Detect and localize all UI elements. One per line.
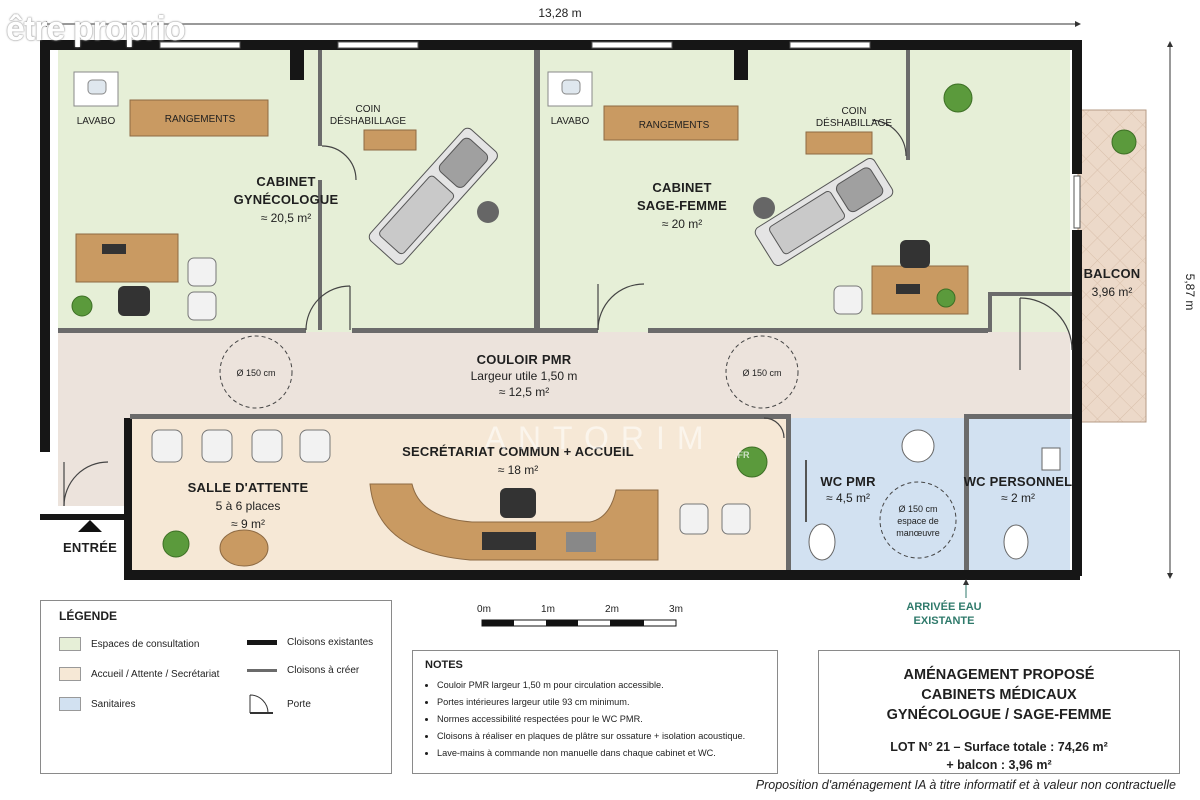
wc-pmr-circle-1: Ø 150 cm: [898, 504, 937, 514]
sagefemme-name-1: CABINET: [652, 180, 711, 195]
legend-label-existing: Cloisons existantes: [287, 637, 374, 648]
gyneco-name-2: GYNÉCOLOGUE: [234, 192, 339, 207]
legend-item-sanitary: Sanitaires: [59, 697, 135, 711]
legend-line-new: [247, 669, 277, 672]
legend-title: LÉGENDE: [59, 609, 118, 623]
disclaimer-text: Proposition d'aménagement IA à titre inf…: [755, 778, 1176, 792]
plant-icons: [71, 83, 1137, 558]
corridor-area: ≈ 12,5 m²: [499, 385, 550, 399]
door-swings: [63, 119, 1073, 507]
watermark-tag: .FR: [735, 450, 750, 460]
width-dimension: 13,28 m: [538, 6, 581, 20]
note-item: Portes intérieures largeur utile 93 cm m…: [437, 694, 745, 711]
gyneco-changing-label-1: COIN: [356, 104, 381, 115]
waiting-places: 5 à 6 places: [216, 499, 281, 513]
water-inlet-label-1: ARRIVÉE EAU: [906, 600, 981, 613]
wc-pmr-area: ≈ 4,5 m²: [826, 491, 870, 505]
scale-bar: 0m 1m 2m 3m: [477, 604, 683, 627]
sagefemme-sink-label: LAVABO: [551, 116, 590, 127]
height-dimension: 5,87 m: [1183, 274, 1197, 311]
balcony-name: BALCON: [1084, 266, 1141, 281]
legend-item-new-walls: Cloisons à créer: [247, 665, 359, 676]
room-sagefemme-floor: [540, 50, 1070, 332]
corridor-width: Largeur utile 1,50 m: [471, 369, 578, 383]
wc-pmr-circle-2: espace de: [897, 516, 939, 526]
gyneco-area: ≈ 20,5 m²: [261, 211, 312, 225]
corridor-name: COULOIR PMR: [477, 352, 572, 367]
legend-label-door: Porte: [287, 698, 311, 710]
wc-pmr-circle-3: manœuvre: [896, 528, 940, 538]
entrance-label: ENTRÉE: [63, 540, 117, 555]
sagefemme-storage-label: RANGEMENTS: [639, 120, 710, 131]
note-item: Couloir PMR largeur 1,50 m pour circulat…: [437, 677, 745, 694]
sagefemme-furniture: [547, 71, 969, 315]
title-line-1: AMÉNAGEMENT PROPOSÉ: [903, 667, 1095, 683]
scale-tick-1: 1m: [541, 604, 555, 615]
gyneco-name-1: CABINET: [256, 174, 315, 189]
balcony-area: 3,96 m²: [1092, 285, 1133, 299]
windows: [159, 41, 1081, 229]
legend-item-reception: Accueil / Attente / Secrétariat: [59, 667, 219, 681]
note-item: Cloisons à réaliser en plaques de plâtre…: [437, 728, 745, 745]
waiting-area: ≈ 9 m²: [231, 517, 265, 531]
legend-item-door: Porte: [247, 693, 311, 715]
watermark-brand: ANTORIM: [484, 420, 716, 456]
reception-name: SECRÉTARIAT COMMUN + ACCUEIL: [402, 444, 634, 459]
water-inlet-label-2: EXISTANTE: [914, 615, 975, 627]
scale-tick-0: 0m: [477, 604, 491, 615]
notes-panel: NOTES Couloir PMR largeur 1,50 m pour ci…: [412, 650, 778, 774]
title-line-2: CABINETS MÉDICAUX: [921, 687, 1077, 703]
legend-label-consultation: Espaces de consultation: [91, 638, 200, 650]
legend-item-existing-walls: Cloisons existantes: [247, 637, 373, 648]
title-block: AMÉNAGEMENT PROPOSÉ CABINETS MÉDICAUX GY…: [818, 650, 1180, 774]
lot-balcony: + balcon : 3,96 m²: [946, 758, 1052, 772]
balcony-floor: [1077, 109, 1147, 423]
corridor-turn-circle-left: Ø 150 cm: [236, 368, 275, 378]
scale-tick-2: 2m: [605, 604, 619, 615]
existing-walls: [40, 40, 1082, 580]
notes-list: Couloir PMR largeur 1,50 m pour circulat…: [423, 677, 745, 762]
wc-staff-area: ≈ 2 m²: [1001, 491, 1035, 505]
gyneco-storage-label: RANGEMENTS: [165, 114, 236, 125]
entrance-arrow-icon: [78, 520, 102, 532]
wc-pmr-name: WC PMR: [820, 474, 876, 489]
legend-item-consultation: Espaces de consultation: [59, 637, 199, 651]
gyneco-sink-label: LAVABO: [77, 116, 116, 127]
sagefemme-changing-label-2: DÉSHABILLAGE: [816, 116, 892, 129]
corridor-floor: [58, 332, 1070, 418]
title-line-3: GYNÉCOLOGUE / SAGE-FEMME: [886, 707, 1112, 723]
legend-panel: LÉGENDE Espaces de consultation Accueil …: [40, 600, 392, 774]
new-partitions: [58, 50, 1072, 570]
notes-title: NOTES: [425, 659, 463, 671]
reception-area: ≈ 18 m²: [498, 463, 539, 477]
legend-swatch-reception: [59, 667, 81, 681]
gyneco-changing-label-2: DÉSHABILLAGE: [330, 114, 406, 127]
sagefemme-name-2: SAGE-FEMME: [637, 198, 727, 213]
turn-circles: [219, 335, 957, 559]
entry-floor: [58, 418, 130, 506]
wc-fixtures: [805, 429, 1061, 561]
sagefemme-area: ≈ 20 m²: [662, 217, 703, 231]
legend-swatch-sanitary: [59, 697, 81, 711]
door-icon: [249, 694, 273, 714]
note-item: Normes accessibilité respectées pour le …: [437, 711, 745, 728]
legend-label-sanitary: Sanitaires: [91, 698, 136, 710]
waiting-chairs: [151, 429, 751, 567]
legend-line-existing: [247, 640, 277, 645]
gyneco-furniture: [73, 71, 499, 321]
legend-label-new: Cloisons à créer: [287, 665, 360, 676]
note-item: Lave-mains à commande non manuelle dans …: [437, 745, 745, 762]
waiting-name: SALLE D'ATTENTE: [188, 480, 309, 495]
wc-staff-name: WC PERSONNEL: [964, 474, 1073, 489]
legend-label-reception: Accueil / Attente / Secrétariat: [91, 668, 220, 680]
scale-tick-3: 3m: [669, 604, 683, 615]
legend-swatch-consultation: [59, 637, 81, 651]
reception-desk: [369, 483, 659, 561]
lot-surface: LOT N° 21 – Surface totale : 74,26 m²: [890, 740, 1108, 754]
brand-logo: être proprio: [6, 10, 186, 48]
sagefemme-changing-label-1: COIN: [842, 106, 867, 117]
corridor-turn-circle-right: Ø 150 cm: [742, 368, 781, 378]
